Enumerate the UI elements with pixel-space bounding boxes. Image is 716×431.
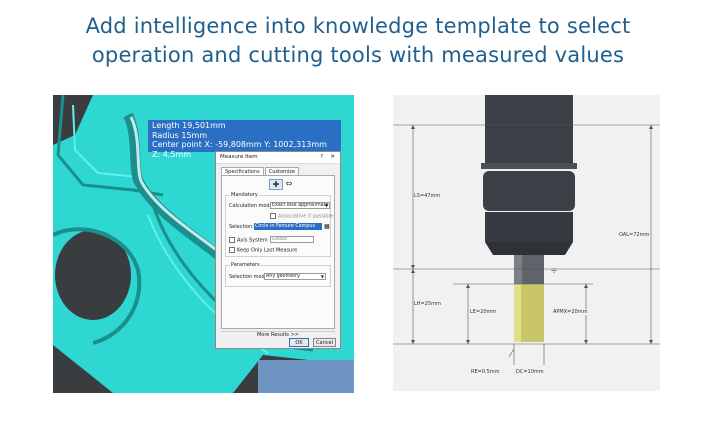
selection-mode-label: Selection mode: [229,274,270,280]
associative-checkbox[interactable]: Associative if possible [270,213,333,220]
selection-mode-select[interactable]: Any geometry ▼ [264,273,326,280]
selection-options-icon[interactable]: ▦ [324,223,330,230]
parameters-group: Parameters Selection mode: Any geometry ▼ [225,262,331,287]
associative-label: Associative if possible [278,213,334,220]
tool-assembly-drawing: ✢ [393,95,660,365]
cancel-button[interactable]: Cancel [313,338,336,347]
chevron-down-icon: ▼ [320,274,324,279]
checkbox-icon [270,213,276,219]
measure-center: Center point X: -59,808mm Y: 1002,313mm … [152,140,327,159]
calc-mode-value: Exact else approximate [272,203,329,208]
measure-length: Length 19,501mm [152,121,226,130]
axis-system-field[interactable]: Global [270,236,314,243]
more-results-button[interactable]: More Results >> [221,331,335,338]
axis-system-checkbox[interactable]: Axis System [229,237,268,244]
mandatory-label: Mandatory [230,192,259,198]
dim-apmx: APMX=20mm [553,309,588,315]
parameters-label: Parameters [230,262,261,268]
measure-between-icon[interactable]: ⇔ [285,179,293,188]
selection-field[interactable]: Circle in Femure Campus [254,223,322,230]
dim-oal: OAL=72mm [619,232,650,238]
dim-re: RE=0.5mm [471,369,500,375]
measure-radius: Radius 15mm [152,130,208,140]
dim-ls: LS=47mm [414,193,441,199]
calc-mode-select[interactable]: Exact else approximate▼ [270,202,330,209]
calc-mode-label: Calculation mode: [229,203,275,209]
specifications-panel: ✚ ⇔ Mandatory Calculation mode: Exact el… [221,175,335,329]
holder-body [485,95,573,165]
chevron-down-icon: ▼ [324,203,328,208]
tab-customize[interactable]: Customize [264,167,299,176]
selection-label: Selection: [229,224,254,230]
page-title: Add intelligence into knowledge template… [0,12,716,70]
title-line-2: operation and cutting tools with measure… [91,43,625,67]
svg-text:✢: ✢ [551,267,557,275]
dialog-titlebar: Measure Item ? ✕ [216,152,340,164]
keep-last-checkbox[interactable]: Keep Only Last Measure [229,247,297,254]
title-line-1: Add intelligence into knowledge template… [85,14,631,38]
keep-last-label: Keep Only Last Measure [237,247,298,254]
measure-item-icon[interactable]: ✚ [269,179,283,190]
ok-button[interactable]: OK [289,338,309,347]
checkbox-icon [229,237,235,243]
dim-le: LE=20mm [470,309,497,315]
dim-dc: DC=10mm [516,369,544,375]
dim-lh: LH=25mm [414,301,441,307]
selection-mode-value: Any geometry [266,274,300,279]
mandatory-group: Mandatory Calculation mode: Exact else a… [225,192,333,257]
tool-drawing: ✢ LS=47mm OAL=72mm LH=25mm LE [393,95,660,391]
cad-viewport[interactable]: Length 19,501mm Radius 15mm Center point… [53,95,354,393]
dialog-title: Measure Item [220,154,258,160]
measure-info-box: Length 19,501mm Radius 15mm Center point… [148,120,341,159]
checkbox-icon [229,247,235,253]
measure-mode-icons: ✚ ⇔ [267,178,299,190]
help-icon[interactable]: ? [320,154,323,160]
close-icon[interactable]: ✕ [330,154,335,160]
axis-system-label: Axis System [237,237,268,244]
tab-specifications[interactable]: Specifications [221,167,264,176]
